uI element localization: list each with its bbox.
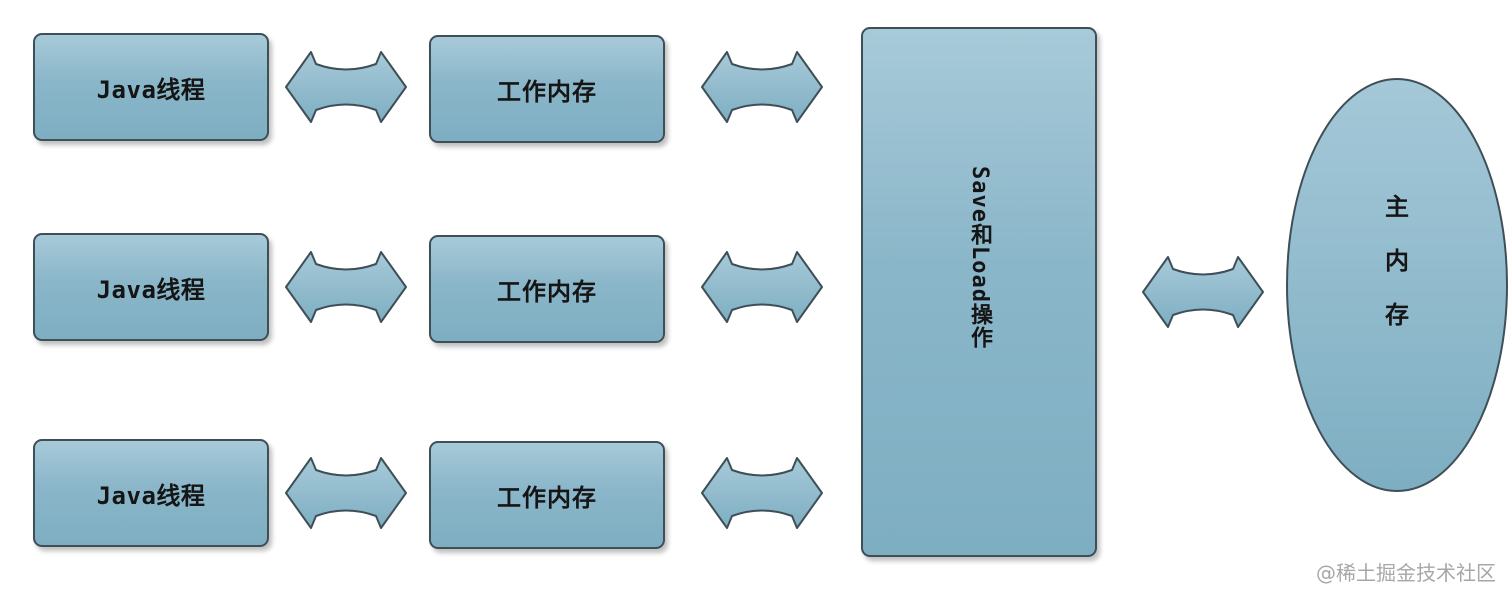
working-memory-box-2: 工作内存 [429,235,665,343]
java-thread-box-2: Java线程 [33,233,269,341]
main-memory-label: 主 内 存 [1284,52,1510,470]
java-thread-label: Java线程 [96,481,206,510]
working-memory-label: 工作内存 [497,483,597,512]
java-thread-label: Java线程 [96,75,206,104]
save-load-operation-label: Save和Load操作 [967,165,992,349]
double-arrow-icon [699,48,825,126]
working-memory-box-1: 工作内存 [429,35,665,143]
double-arrow-icon [699,454,825,532]
double-arrow-icon [283,248,409,326]
double-arrow-icon [283,454,409,532]
double-arrow-icon [699,248,825,326]
java-thread-box-1: Java线程 [33,33,269,141]
java-thread-label: Java线程 [96,275,206,304]
double-arrow-icon [1140,253,1266,331]
working-memory-label: 工作内存 [497,277,597,306]
java-thread-box-3: Java线程 [33,439,269,547]
main-memory-char: 主 [1385,193,1409,221]
watermark-text: @稀土掘金技术社区 [1316,561,1496,585]
working-memory-box-3: 工作内存 [429,441,665,549]
save-load-operation-box: Save和Load操作 [861,27,1097,557]
double-arrow-icon [283,48,409,126]
main-memory-char: 内 [1385,247,1409,275]
working-memory-label: 工作内存 [497,77,597,106]
main-memory-char: 存 [1385,301,1409,329]
main-memory-ellipse [1286,78,1508,492]
